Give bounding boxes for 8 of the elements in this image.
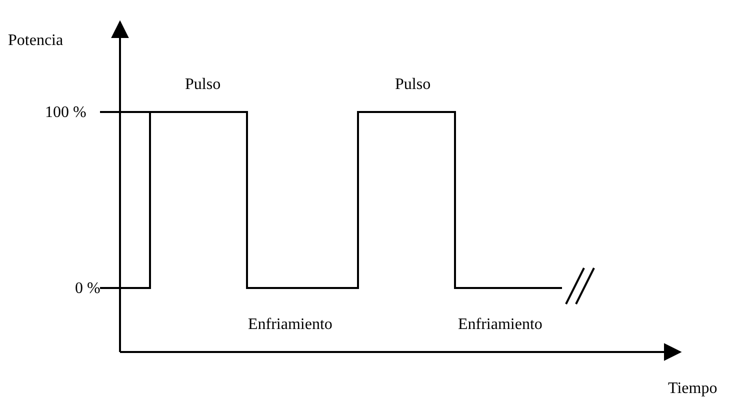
axis-title: Tiempo bbox=[668, 380, 718, 398]
tick-label: 0 % bbox=[75, 280, 100, 298]
cooling-label: Enfriamiento bbox=[248, 316, 332, 334]
axis-title: Potencia bbox=[8, 32, 64, 50]
cooling-label: Enfriamiento bbox=[458, 316, 542, 334]
tick-label: 100 % bbox=[45, 104, 86, 122]
pulse-label: Pulso bbox=[395, 76, 431, 94]
pulse-label: Pulso bbox=[185, 76, 221, 94]
